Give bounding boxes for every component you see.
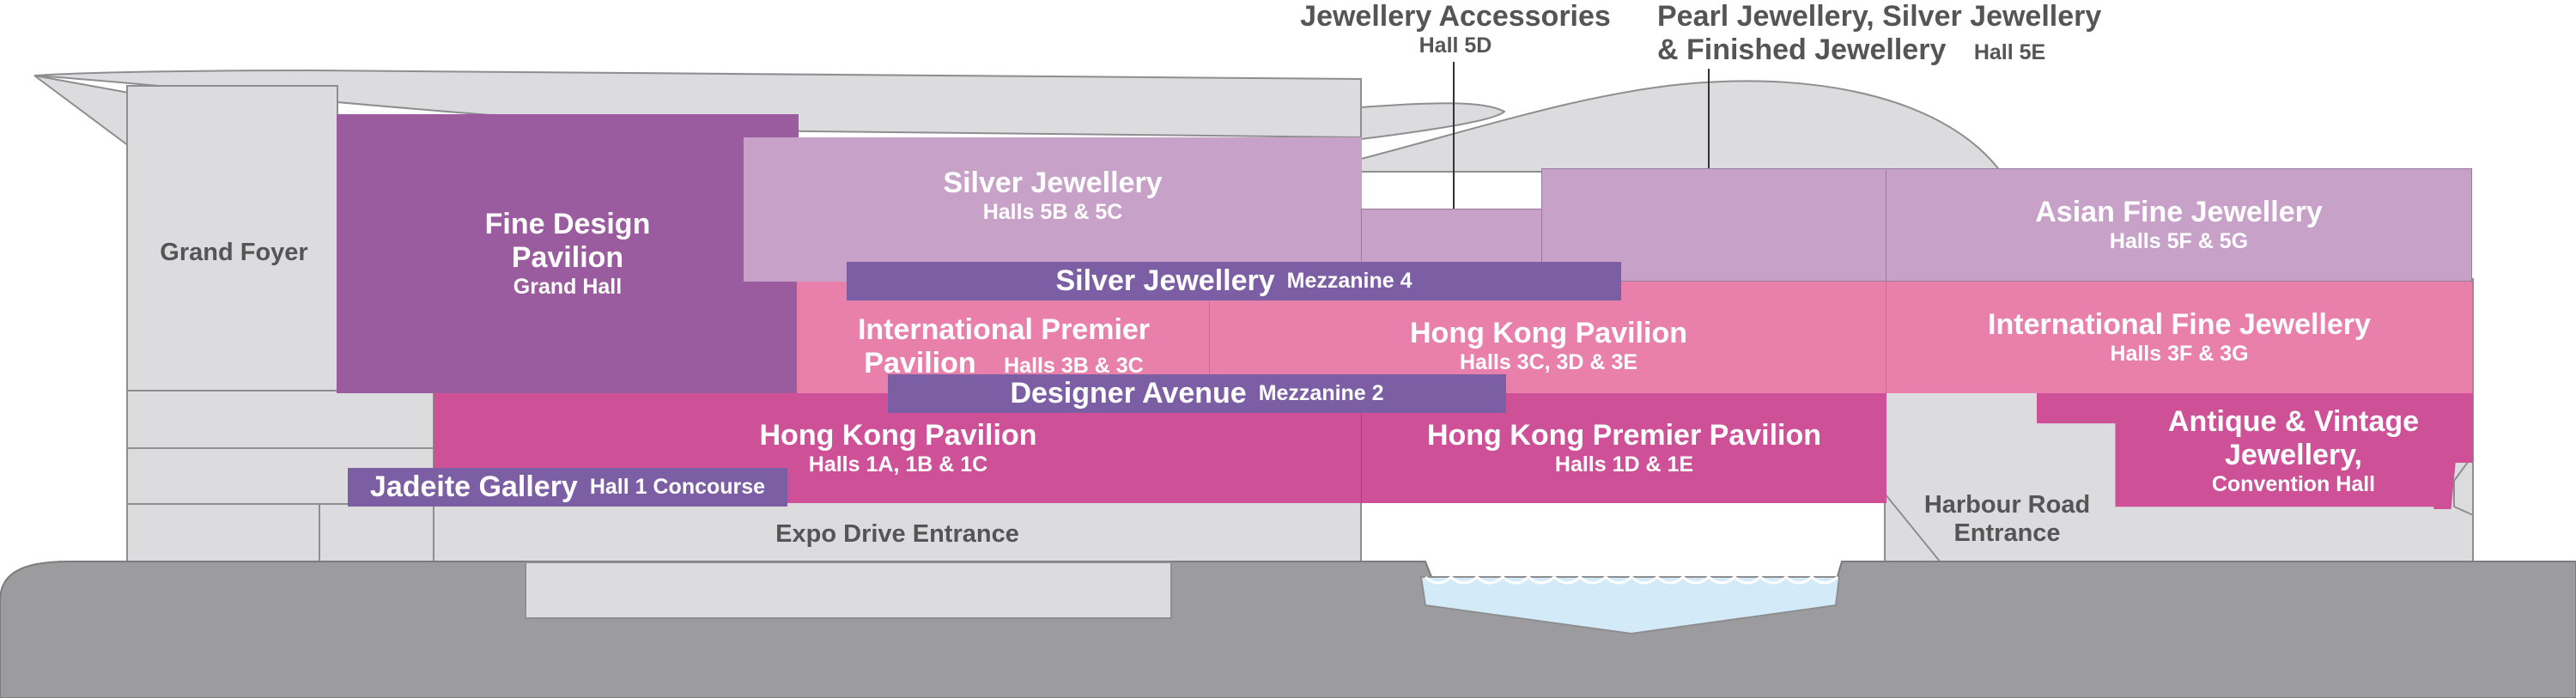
zone-asian-fine-jewellery: Asian Fine Jewellery Halls 5F & 5G: [1886, 168, 2472, 282]
roof-sail: [1360, 102, 1506, 141]
zone-international-fine-jewellery: International Fine Jewellery Halls 3F & …: [1886, 282, 2472, 393]
harbour-road-entrance: Harbour Road Entrance: [1923, 490, 2091, 547]
callout-pearl-silver-finished: Pearl Jewellery, Silver Jewellery & Fini…: [1657, 0, 2102, 67]
water-feature: [1419, 576, 1841, 635]
mezzanine-2-designer-avenue: Designer Avenue Mezzanine 2: [888, 374, 1506, 413]
zone-fine-design-pavilion: Fine Design Pavilion Grand Hall: [337, 114, 799, 393]
callout-jewellery-accessories: Jewellery Accessories Hall 5D: [1300, 0, 1611, 58]
jadeite-gallery: Jadeite Gallery Hall 1 Concourse: [348, 468, 787, 507]
podium: [525, 561, 1172, 619]
water-waves: [1424, 574, 1839, 585]
expo-drive-entrance: Expo Drive Entrance: [775, 520, 1019, 549]
roof-tip: [33, 75, 130, 148]
zone-grand-foyer: Grand Foyer: [160, 239, 308, 267]
mezzanine-4-silver-jewellery: Silver Jewellery Mezzanine 4: [847, 262, 1621, 300]
zone-silver-jewellery: Silver Jewellery Halls 5B & 5C: [744, 137, 1362, 282]
curved-roof: [1360, 80, 2003, 173]
ground: [0, 561, 2576, 698]
